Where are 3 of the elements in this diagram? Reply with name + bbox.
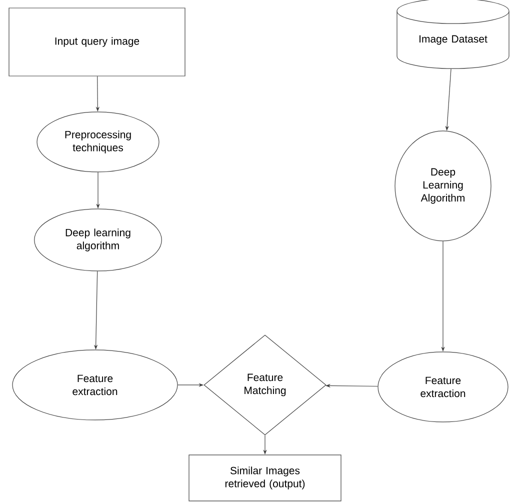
process-box: Input query image bbox=[8, 8, 186, 76]
database-cylinder: Image Dataset bbox=[396, 0, 510, 69]
process-box: Similar Images retrieved (output) bbox=[188, 454, 342, 502]
